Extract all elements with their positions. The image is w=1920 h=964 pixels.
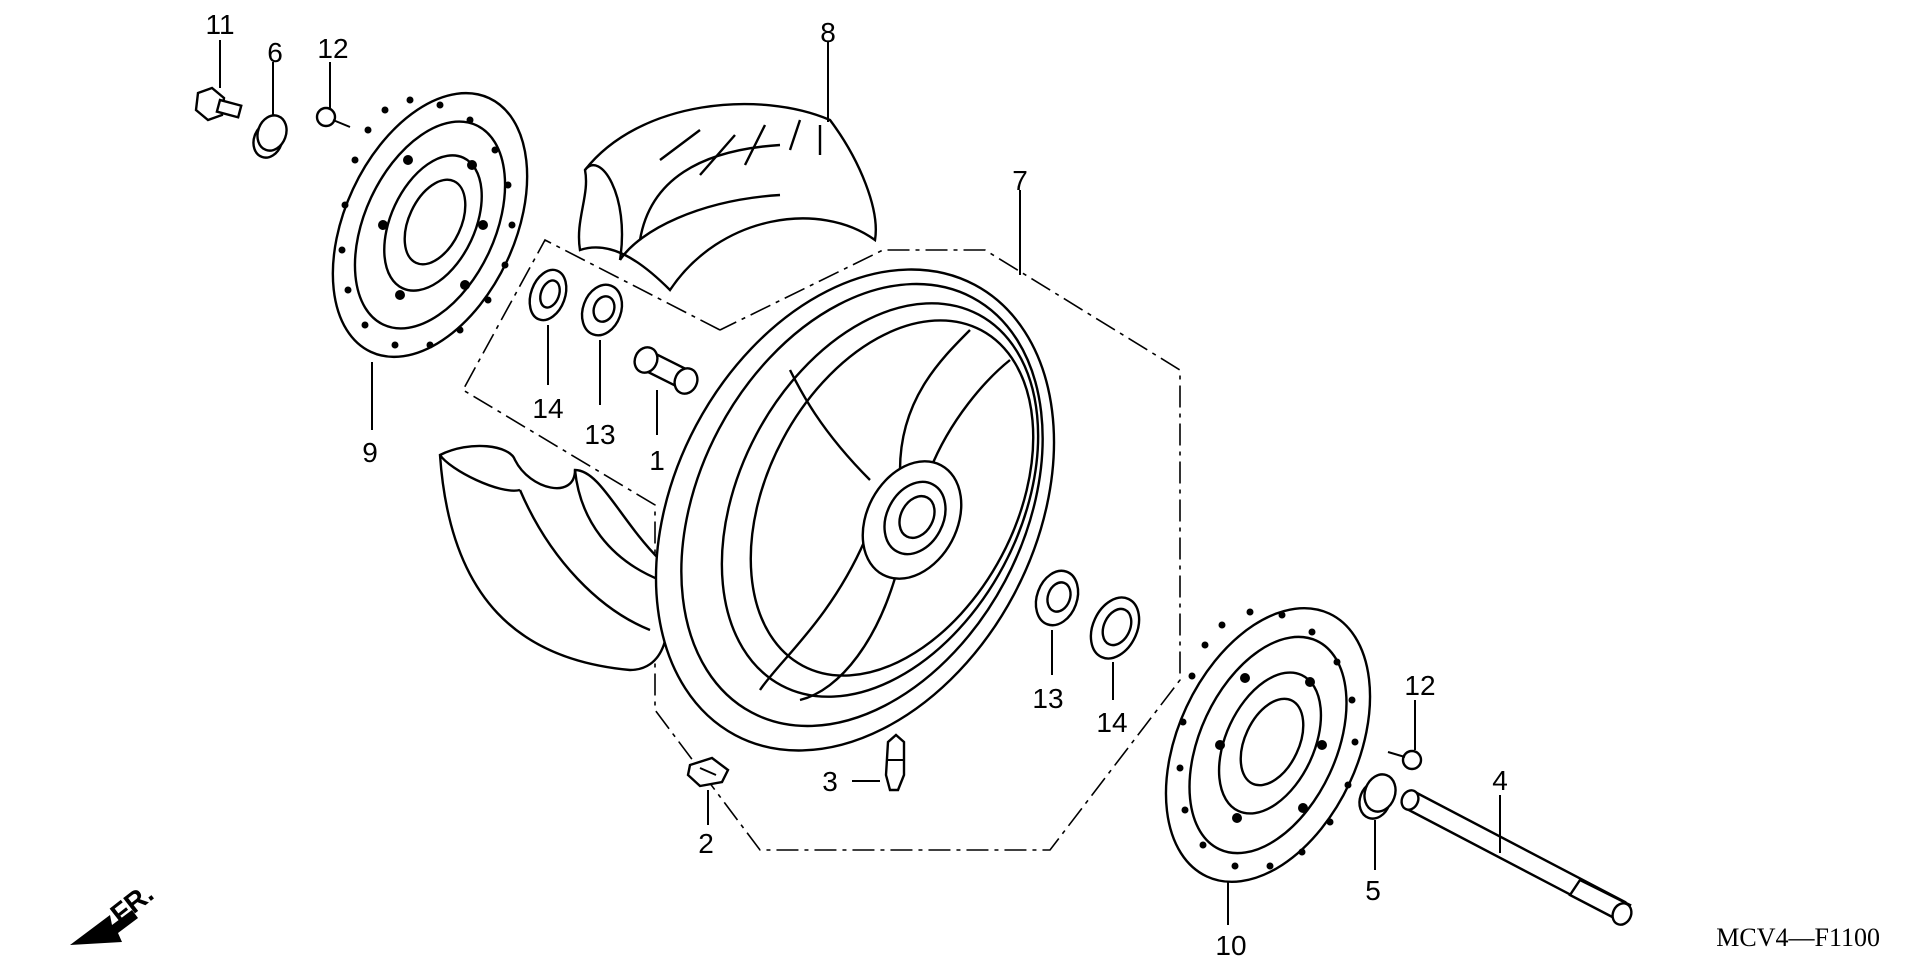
bearing-13-upper [580, 283, 624, 337]
callout-8: 8 [820, 17, 836, 48]
callout-4: 4 [1492, 765, 1508, 796]
callout-14-lower: 14 [1096, 707, 1127, 738]
front-direction-label: FR. [105, 878, 160, 930]
callout-3: 3 [822, 766, 838, 797]
callout-5: 5 [1365, 875, 1381, 906]
bearing-13-lower [1034, 569, 1080, 627]
callout-9: 9 [362, 437, 378, 468]
brake-disc-right [1164, 606, 1372, 884]
bolt-11 [194, 86, 243, 122]
callout-12-lower: 12 [1404, 670, 1435, 701]
axle-4 [1400, 789, 1633, 926]
screw-12-lower [1387, 749, 1423, 771]
tire-lower [438, 444, 670, 672]
collar-5 [1358, 773, 1397, 820]
seal-14-upper [528, 268, 568, 322]
callout-13-upper: 13 [584, 419, 615, 450]
callout-11: 11 [205, 9, 234, 40]
callout-14-upper: 14 [532, 393, 563, 424]
assembly-boundary [461, 238, 1181, 851]
callout-1: 1 [649, 445, 665, 476]
brake-disc-left [331, 91, 529, 359]
spacer-1 [633, 346, 699, 395]
seal-14-lower [1089, 596, 1141, 660]
callout-12-upper: 12 [317, 33, 348, 64]
wheel-rim [654, 268, 1056, 752]
callout-6: 6 [267, 37, 283, 68]
weight-2 [686, 756, 730, 788]
valve-3 [884, 733, 906, 792]
collar-6 [252, 114, 288, 159]
callout-10: 10 [1215, 930, 1246, 959]
callout-2: 2 [698, 828, 714, 859]
callout-13-lower: 13 [1032, 683, 1063, 714]
screw-12-upper [315, 106, 351, 128]
callout-7: 7 [1012, 165, 1028, 196]
tire-upper [577, 102, 877, 292]
front-direction-arrow: FR. [70, 878, 159, 945]
diagram-code: MCV4—F1100 [1716, 923, 1880, 952]
